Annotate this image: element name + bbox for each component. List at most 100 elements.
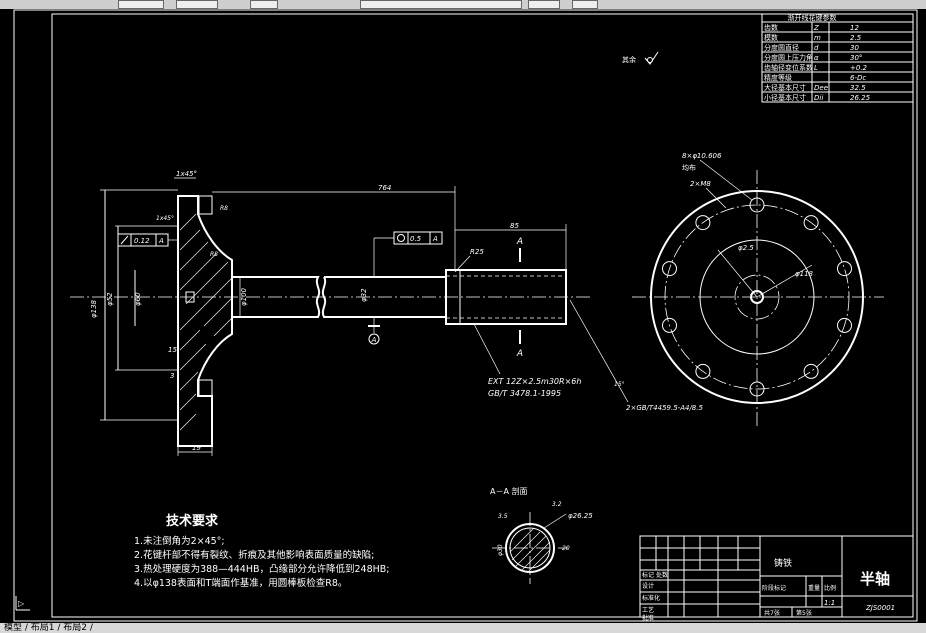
width-19-text: 19 — [192, 444, 201, 452]
chamfer2-text: 1x45° — [156, 215, 174, 222]
toolbar-box[interactable] — [176, 0, 218, 9]
holes2-text: 2×M8 — [690, 180, 711, 188]
bolt-hole — [803, 215, 819, 231]
tech-req-item: 2.花键杆部不得有裂纹、折痕及其他影响表面质量的缺陷; — [134, 549, 374, 561]
even-note-text: 均布 — [682, 163, 696, 172]
label-designer: 设计 — [642, 582, 654, 590]
tech-req-item: 3.热处理硬度为388—444HB，凸缘部分允许降低到248HB; — [134, 563, 390, 575]
section-mark-top: A — [516, 237, 523, 247]
sheet-text: 第5张 — [796, 609, 812, 617]
section-spline-outer — [505, 523, 555, 573]
section-mark-bottom: A — [516, 349, 523, 359]
params-row-name: 齿轴径变位系数 — [764, 63, 813, 72]
section-small2: 3.2 — [552, 501, 562, 508]
params-row-symbol: Dee — [814, 84, 828, 92]
params-row-value: 6-Dc — [850, 74, 866, 82]
bolt-holes — [662, 197, 852, 397]
drawing-no-text: ZJS0001 — [865, 604, 895, 612]
spline-spec-1: EXT 12Z×2.5m30R×6h — [488, 377, 581, 386]
radius-text: R25 — [470, 248, 484, 256]
dia-32-text: φ32 — [360, 288, 368, 302]
r35-text: R8 — [210, 251, 218, 258]
section-small3: 20 — [562, 545, 570, 552]
label-stage: 阶段标记 — [762, 584, 786, 592]
toolbar-box[interactable] — [250, 0, 278, 9]
top-toolbar-strip — [0, 0, 926, 9]
chamfer-text: 1x45° — [176, 170, 197, 178]
params-row-value: 12 — [850, 24, 859, 32]
tech-req-item: 1.未注倒角为2×45°; — [134, 535, 225, 547]
params-row-value: 32.5 — [850, 84, 866, 92]
toolbar-box[interactable] — [528, 0, 560, 9]
bolt-hole — [662, 317, 677, 333]
bolt-hole — [662, 261, 677, 277]
roundness-datum: A — [432, 235, 438, 243]
params-row-symbol: α — [814, 54, 819, 62]
params-row-symbol: L — [814, 64, 818, 72]
dia-flange-text: φ138 — [90, 299, 98, 318]
tech-req-title: 技术要求 — [166, 513, 219, 529]
runout-arrow-icon — [120, 235, 129, 245]
label-process: 工艺 — [642, 606, 654, 614]
params-row-name: 精度等级 — [764, 73, 792, 82]
main-view: A A 764 85 R25 0.5 A A φ32 0.12 A — [70, 170, 703, 456]
flange-outer-circle — [650, 190, 864, 404]
label-approve: 批准 — [642, 614, 654, 622]
flange-outline — [177, 195, 233, 447]
dia-52-text: φ52 — [106, 292, 114, 306]
roundness-icon — [397, 234, 405, 242]
params-row-value: 30 — [850, 44, 859, 52]
params-row-name: 小径基本尺寸 — [764, 93, 806, 102]
outer-frame — [13, 9, 918, 622]
thread-note-text: 2×GB/T4459.5-A4/8.5 — [626, 404, 703, 412]
bolt-hole — [749, 381, 765, 397]
center-hole — [750, 290, 764, 304]
dia-60-text: φ60 — [134, 292, 142, 306]
params-row-symbol: Z — [813, 24, 819, 32]
layout-tabs-bar[interactable]: 模型 / 布局1 / 布局2 / — [0, 623, 926, 633]
section-a-view: A－A 剖面 φ26.25 φ30 3.5 3.2 20 — [490, 486, 593, 584]
params-row-value: 26.25 — [850, 94, 871, 102]
params-table-header: 渐开线花键参数 — [788, 13, 837, 22]
roughness-symbol-icon — [644, 51, 659, 65]
spline-length-text: 85 — [510, 222, 519, 230]
toolbar-box[interactable] — [360, 0, 522, 9]
params-row-name: 齿数 — [764, 23, 778, 32]
params-row-name: 模数 — [764, 33, 778, 42]
spline-end — [445, 269, 567, 325]
shaft-body-left — [232, 276, 321, 318]
ucs-arrow: ▷ — [18, 599, 25, 608]
bolt-hole — [695, 215, 711, 231]
technical-requirements: 技术要求 1.未注倒角为2×45°; 2.花键杆部不得有裂纹、折痕及其他影响表面质… — [134, 513, 390, 589]
datum-label: A — [371, 336, 377, 344]
toolbar-box[interactable] — [572, 0, 598, 9]
bolt-hole — [749, 197, 765, 213]
flange-hatching — [179, 213, 233, 431]
surface-note-text: 其余 — [622, 55, 636, 64]
label-weight: 重量 — [808, 584, 820, 592]
runout-value: 0.12 — [134, 237, 150, 245]
params-row-value: +0.2 — [850, 64, 868, 72]
bolt-hole — [837, 261, 852, 277]
params-row-name: 分度圆直径 — [764, 43, 799, 52]
dia-pcd-text: φ118 — [795, 270, 814, 278]
layout-tabs-text[interactable]: 模型 / 布局1 / 布局2 / — [4, 623, 93, 633]
width-3-text: 3 — [170, 372, 174, 380]
surface-roughness-note: 其余 — [622, 51, 659, 65]
section-label-20: φ30 — [497, 544, 504, 556]
bolt-hole — [803, 363, 819, 379]
length-dim-text: 764 — [378, 184, 391, 192]
spline-spec-2: GB/T 3478.1-1995 — [488, 389, 561, 398]
title-block: 标记 处数 设计 标准化 工艺 批准 铸铁 阶段标记 重量 比例 1:1 共7张… — [639, 535, 914, 622]
label-count: 处数 — [656, 571, 668, 579]
section-title: A－A 剖面 — [490, 486, 528, 496]
roundness-value: 0.5 — [410, 235, 422, 243]
toolbar-box[interactable] — [118, 0, 164, 9]
dia-100-text: φ100 — [240, 287, 248, 306]
scale-text: 1:1 — [824, 599, 835, 607]
datum-circle — [368, 333, 380, 345]
params-row-value: 2.5 — [850, 34, 862, 42]
section-dia-text: φ26.25 — [568, 512, 593, 520]
